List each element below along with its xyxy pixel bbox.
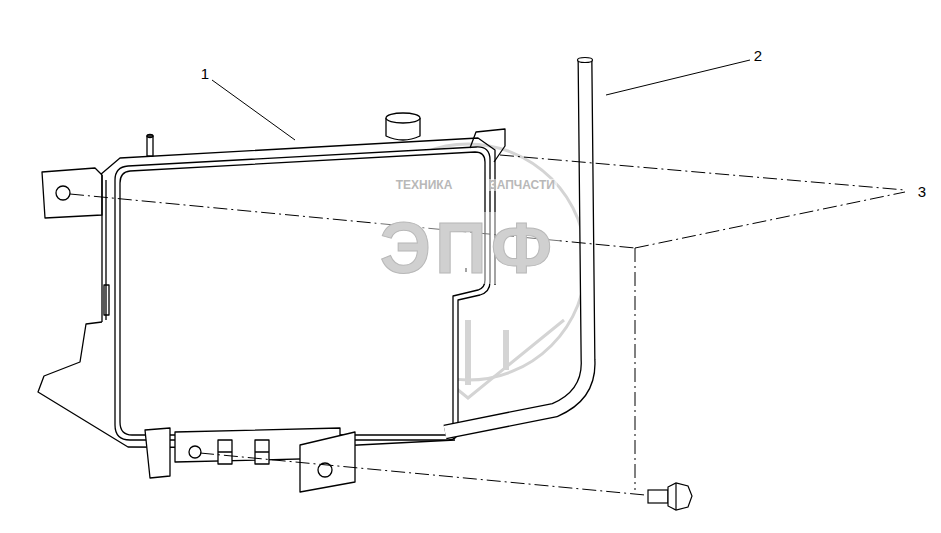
callout-number: 3 [916,183,928,200]
callout-number: 2 [752,47,764,64]
leader-lines [212,60,750,140]
watermark-text: ТЕХНИКА [394,179,455,191]
watermark-text: ЗАПЧАСТИ [487,179,557,191]
watermark-text: ЭПФ [376,212,560,284]
tank-body [38,113,505,492]
axis-lines [70,155,905,495]
callout-number: 1 [199,65,211,82]
bolt [648,483,692,510]
